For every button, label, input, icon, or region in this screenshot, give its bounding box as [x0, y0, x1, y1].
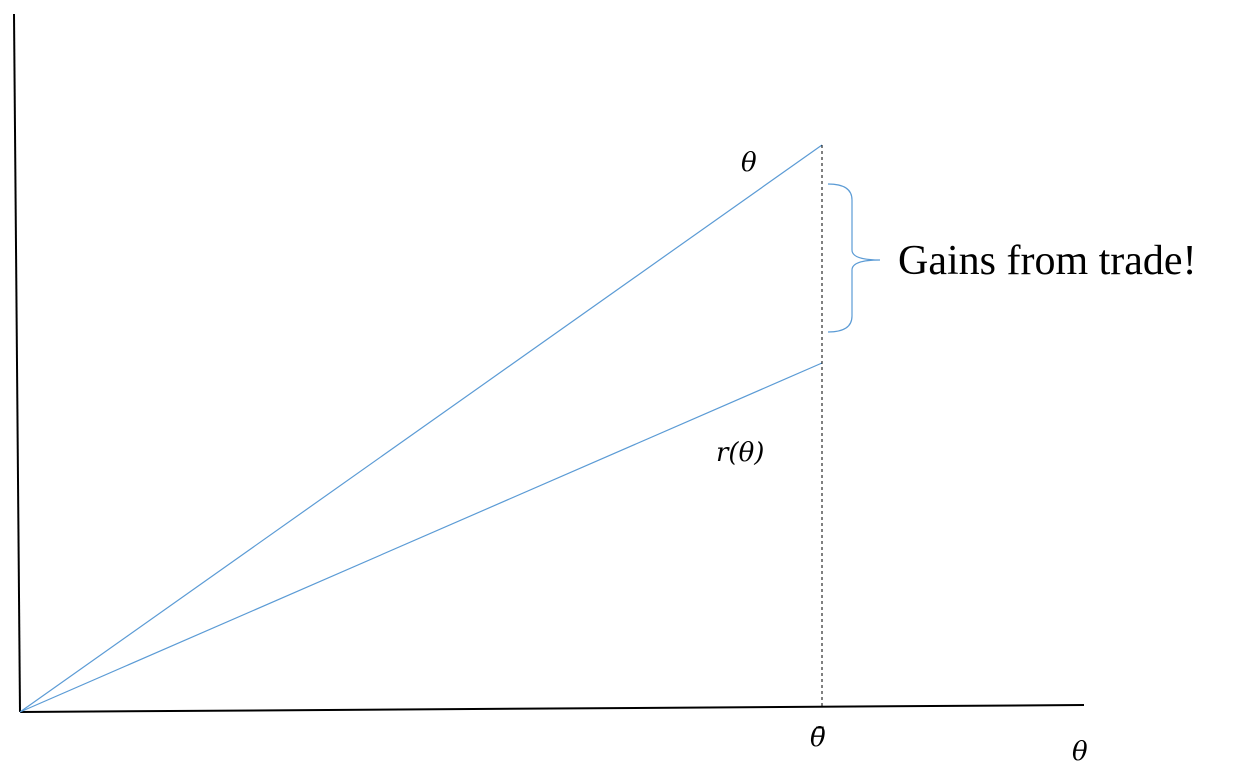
x-axis-label: θ — [1072, 737, 1088, 767]
r-theta-line-label: r(θ) — [716, 438, 764, 468]
theta-line-label: θ — [741, 148, 757, 178]
r-theta-line — [19, 362, 823, 713]
gains-bracket — [827, 183, 881, 333]
theta-line — [19, 144, 823, 713]
y-axis — [13, 13, 21, 713]
gains-from-trade-label: Gains from trade! — [898, 238, 1197, 284]
theta-bar-tick-label: θ̄ — [810, 723, 826, 753]
x-axis — [19, 704, 1085, 713]
